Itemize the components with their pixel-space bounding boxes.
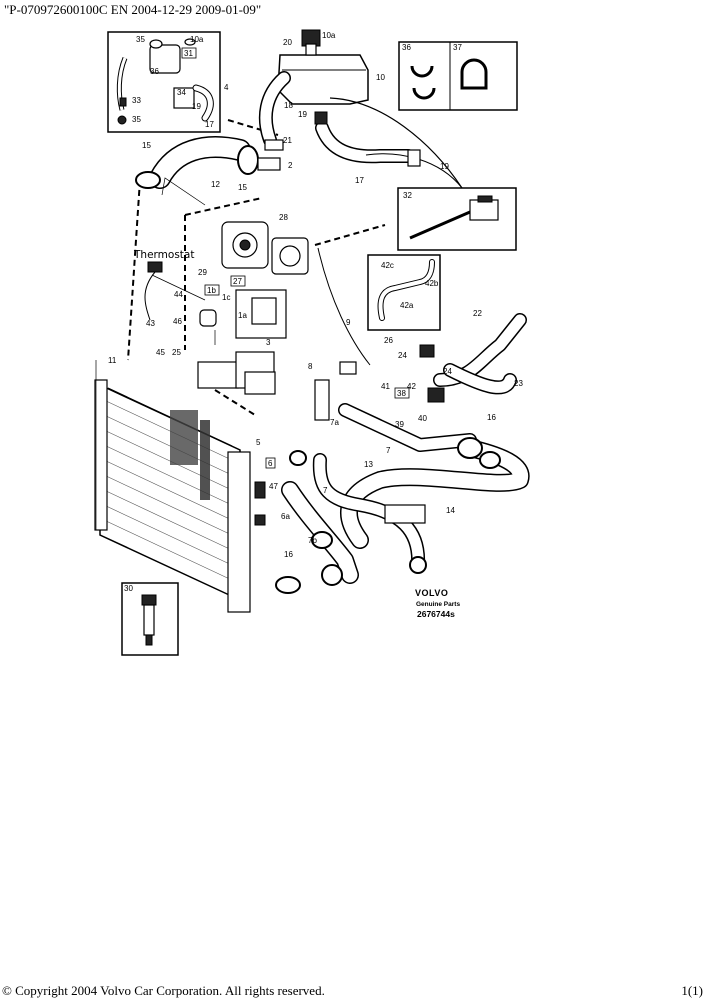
part-label-5: 5: [256, 438, 261, 447]
part-label-22: 22: [473, 309, 482, 318]
part-label-1b: 1b: [207, 286, 216, 295]
hose-clamps: [135, 111, 501, 594]
part-label-9: 9: [346, 318, 351, 327]
thermostat-annotation: Thermostat: [133, 249, 194, 261]
part-label-46: 46: [173, 317, 182, 326]
part-label-16: 16: [487, 413, 496, 422]
page-number: 1(1): [681, 983, 703, 998]
copyright-notice: © Copyright 2004 Volvo Car Corporation. …: [2, 983, 325, 998]
part-label-20: 20: [283, 38, 292, 47]
part-label-45: 45: [156, 348, 165, 357]
part-label-6a: 6a: [281, 512, 290, 521]
part-label-7: 7: [386, 446, 391, 455]
part-label-33: 33: [132, 96, 141, 105]
part-label-25: 25: [172, 348, 181, 357]
part-label-17: 17: [355, 176, 364, 185]
part-label-3: 3: [266, 338, 271, 347]
part-label-12: 12: [211, 180, 220, 189]
brand-subtitle: Genuine Parts: [416, 601, 460, 608]
part-label-7: 7: [323, 486, 328, 495]
part-label-35: 35: [136, 35, 145, 44]
part-label-box: [181, 47, 197, 59]
part-label-42a: 42a: [400, 301, 414, 310]
part-label-42b: 42b: [425, 279, 439, 288]
part-label-16: 16: [284, 550, 293, 559]
water-pump: [221, 221, 309, 275]
part-label-35: 35: [132, 115, 141, 124]
part-label-19: 19: [440, 162, 449, 171]
drawing-code: 2676744s: [417, 609, 455, 619]
part-label-36: 36: [150, 67, 159, 76]
part-label-37: 37: [453, 43, 462, 52]
part-label-14: 14: [446, 506, 455, 515]
part-label-15: 15: [142, 141, 151, 150]
part-label-19: 19: [298, 110, 307, 119]
radiator: [94, 379, 251, 613]
part-label-2: 2: [288, 161, 293, 170]
part-label-15: 15: [238, 183, 247, 192]
brand-name: VOLVO: [415, 588, 448, 598]
thermostat-housing: [197, 289, 287, 395]
part-label-40: 40: [418, 414, 427, 423]
temperature-sender: [144, 261, 163, 321]
part-label-10a: 10a: [190, 35, 204, 44]
part-label-29: 29: [198, 268, 207, 277]
part-label-41: 41: [381, 382, 390, 391]
part-label-17: 17: [205, 120, 214, 129]
part-label-44: 44: [174, 290, 183, 299]
part-label-27: 27: [233, 277, 242, 286]
leader-lines: [95, 177, 216, 530]
brand-block: VOLVO Genuine Parts 2676744s: [415, 588, 460, 619]
part-label-4: 4: [224, 83, 229, 92]
part-label-34: 34: [177, 88, 186, 97]
part-label-10a: 10a: [322, 31, 336, 40]
part-label-box: [230, 275, 246, 287]
inset-bleed-valve-detail: [121, 582, 179, 656]
part-label-1c: 1c: [222, 293, 230, 302]
part-label-26: 26: [384, 336, 393, 345]
part-label-24: 24: [398, 351, 407, 360]
inset-sensor-detail: [397, 187, 517, 251]
document-header: "P-070972600100C EN 2004-12-29 2009-01-0…: [4, 2, 262, 17]
part-label-32: 32: [403, 191, 412, 200]
part-label-24: 24: [443, 367, 452, 376]
part-label-8: 8: [308, 362, 313, 371]
part-label-6: 6: [268, 459, 273, 468]
part-label-18: 18: [284, 101, 293, 110]
part-label-1a: 1a: [238, 311, 247, 320]
part-label-31: 31: [184, 49, 193, 58]
part-label-36: 36: [402, 43, 411, 52]
inset-expansion-detail: [107, 31, 221, 133]
part-label-42: 42: [407, 382, 416, 391]
inset-pipe-detail: [367, 254, 441, 331]
inset-clips-detail: [398, 41, 518, 111]
part-label-7b: 7b: [308, 536, 317, 545]
part-label-28: 28: [279, 213, 288, 222]
hoses: [149, 71, 530, 584]
part-label-38: 38: [397, 389, 406, 398]
part-label-box: [204, 284, 220, 296]
part-label-23: 23: [514, 379, 523, 388]
part-label-11: 11: [108, 356, 117, 365]
part-label-7a: 7a: [330, 418, 339, 427]
part-label-box: [394, 387, 410, 399]
part-label-box: [265, 457, 276, 469]
part-label-43: 43: [146, 319, 155, 328]
part-label-13: 13: [364, 460, 373, 469]
part-label-10: 10: [376, 73, 385, 82]
part-label-42c: 42c: [381, 261, 394, 270]
part-label-30: 30: [124, 584, 133, 593]
part-label-19: 19: [192, 102, 201, 111]
part-label-39: 39: [395, 420, 404, 429]
part-label-47: 47: [269, 482, 278, 491]
part-label-21: 21: [283, 136, 292, 145]
